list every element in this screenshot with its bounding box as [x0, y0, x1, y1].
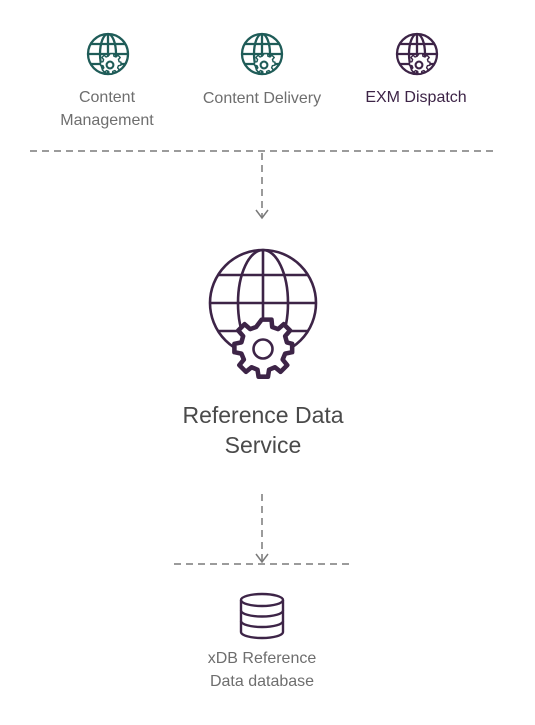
xdb-reference-database-label-line2: Data database	[209, 673, 315, 690]
content-management-icon	[86, 32, 130, 76]
exm-dispatch-label-line1: EXM Dispatch	[365, 89, 467, 106]
content-management-label: Content Management	[37, 86, 177, 132]
xdb-reference-database-label-line1: xDB Reference	[207, 650, 317, 667]
reference-data-service-label-line1: Reference Data	[182, 402, 344, 428]
database-icon	[239, 592, 285, 640]
content-management-label-line1: Content	[78, 89, 136, 106]
xdb-reference-database-label: xDB Reference Data database	[182, 647, 342, 693]
content-delivery-icon	[240, 32, 284, 76]
content-delivery-label-line1: Content Delivery	[202, 90, 322, 107]
content-management-label-line2: Management	[60, 112, 154, 129]
reference-data-service-label: Reference Data Service	[152, 400, 374, 460]
reference-data-service-label-line2: Service	[224, 432, 302, 458]
sources-to-service-arrowhead	[255, 209, 269, 220]
exm-dispatch-icon	[395, 32, 439, 76]
service-to-database-arrowhead	[255, 553, 269, 564]
content-delivery-label: Content Delivery	[182, 87, 342, 110]
reference-data-service-icon	[208, 248, 318, 379]
exm-dispatch-label: EXM Dispatch	[348, 86, 484, 109]
